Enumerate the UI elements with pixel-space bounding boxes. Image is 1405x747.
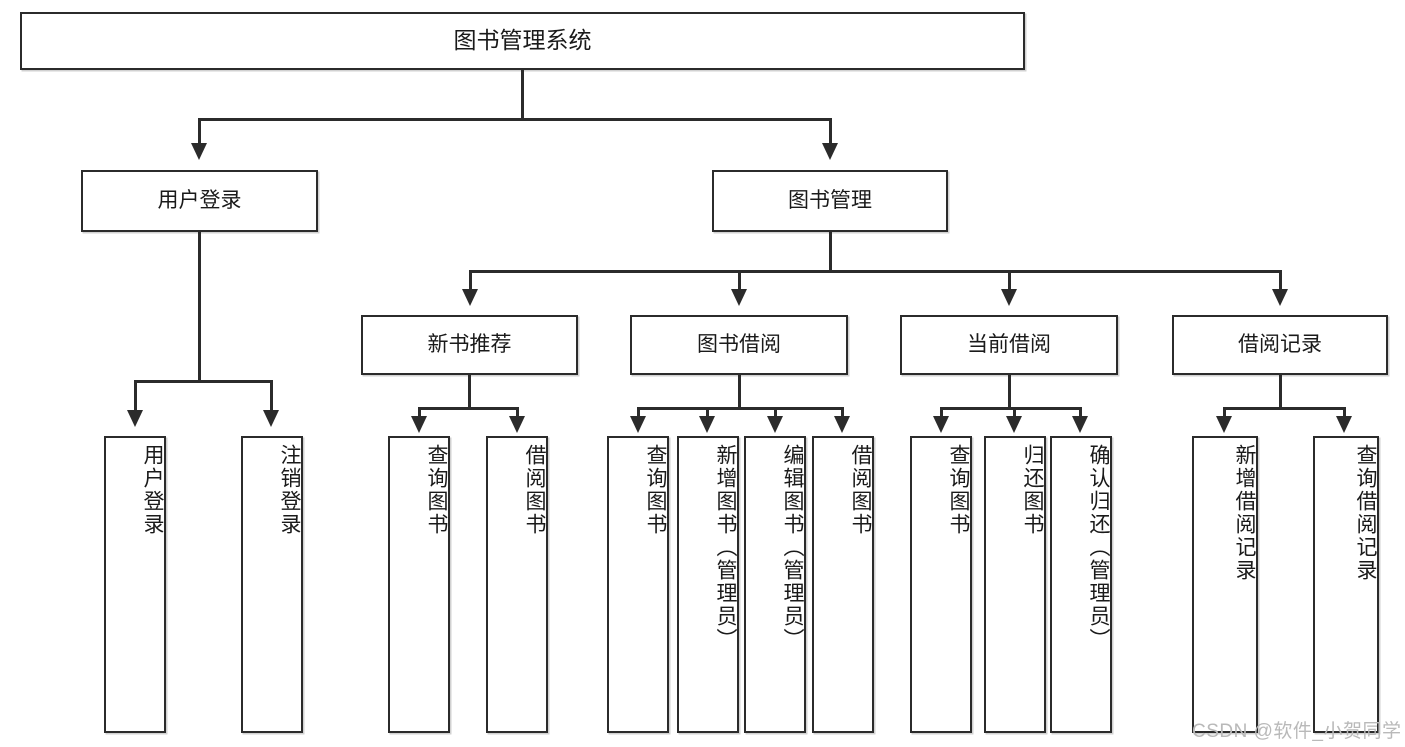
node-label: 当前借阅 bbox=[967, 333, 1051, 357]
connector-drop-leaf-query-record bbox=[1343, 407, 1346, 419]
leaf-confirm-return-admin[interactable]: 确认归还（管理员） bbox=[1050, 436, 1112, 733]
leaf-borrow-book-borrow[interactable]: 借阅图书 bbox=[812, 436, 874, 733]
leaf-edit-book-admin[interactable]: 编辑图书（管理员） bbox=[744, 436, 806, 733]
csdn-watermark: CSDN @软件_小贺同学 bbox=[1192, 721, 1402, 742]
connector-drop-leaf-confirm-return bbox=[1079, 407, 1082, 419]
connector-drop-leaf-borrow-book-2 bbox=[841, 407, 844, 419]
connector-drop-leaf-user-login bbox=[134, 380, 137, 412]
node-book-management[interactable]: 图书管理 bbox=[712, 170, 948, 232]
arrowhead-leaf-query-book-1 bbox=[411, 416, 427, 433]
leaf-query-borrow-record[interactable]: 查询借阅记录 bbox=[1313, 436, 1379, 733]
leaf-label: 编辑图书（管理员） bbox=[781, 444, 804, 651]
node-borrow-record[interactable]: 借阅记录 bbox=[1172, 315, 1388, 375]
node-label: 图书借阅 bbox=[697, 333, 781, 357]
leaf-label: 查询图书 bbox=[425, 444, 448, 536]
connector-drop-leaf-logout bbox=[270, 380, 273, 412]
leaf-query-book-newbook[interactable]: 查询图书 bbox=[388, 436, 450, 733]
node-label: 借阅记录 bbox=[1238, 333, 1322, 357]
connector-user-login-bus bbox=[134, 380, 272, 383]
leaf-label: 借阅图书 bbox=[849, 444, 872, 536]
arrowhead-user-login bbox=[191, 143, 207, 160]
arrowhead-leaf-add-record bbox=[1216, 416, 1232, 433]
arrowhead-new-book-rec bbox=[462, 289, 478, 306]
leaf-borrow-book-newbook[interactable]: 借阅图书 bbox=[486, 436, 548, 733]
arrowhead-leaf-borrow-book-1 bbox=[509, 416, 525, 433]
connector-drop-leaf-query-book-3 bbox=[940, 407, 943, 419]
leaf-add-borrow-record[interactable]: 新增借阅记录 bbox=[1192, 436, 1258, 733]
arrowhead-current-borrow bbox=[1001, 289, 1017, 306]
connector-current-borrow-stem bbox=[1008, 375, 1011, 409]
node-label: 图书管理 bbox=[788, 189, 872, 213]
connector-level2-bus bbox=[198, 118, 830, 121]
leaf-logout[interactable]: 注销登录 bbox=[241, 436, 303, 733]
connector-book-borrow-stem bbox=[738, 375, 741, 409]
leaf-query-book-current[interactable]: 查询图书 bbox=[910, 436, 972, 733]
arrowhead-leaf-edit-book bbox=[767, 416, 783, 433]
connector-borrow-record-bus bbox=[1223, 407, 1345, 410]
leaf-label: 查询图书 bbox=[947, 444, 970, 536]
connector-drop-leaf-edit-book bbox=[774, 407, 777, 419]
leaf-label: 新增图书（管理员） bbox=[714, 444, 737, 651]
arrowhead-leaf-query-book-2 bbox=[630, 416, 646, 433]
node-label: 新书推荐 bbox=[427, 333, 512, 357]
node-label: 图书管理系统 bbox=[453, 27, 592, 54]
node-label: 用户登录 bbox=[157, 189, 242, 213]
node-user-login[interactable]: 用户登录 bbox=[81, 170, 318, 232]
leaf-label: 借阅图书 bbox=[523, 444, 546, 536]
connector-drop-leaf-borrow-book-1 bbox=[516, 407, 519, 419]
arrowhead-leaf-user-login bbox=[127, 410, 143, 427]
arrowhead-book-borrow bbox=[731, 289, 747, 306]
leaf-label: 用户登录 bbox=[141, 444, 164, 536]
leaf-user-login[interactable]: 用户登录 bbox=[104, 436, 166, 733]
leaf-label: 确认归还（管理员） bbox=[1087, 444, 1110, 651]
connector-drop-leaf-return-book bbox=[1013, 407, 1016, 419]
node-current-borrow[interactable]: 当前借阅 bbox=[900, 315, 1118, 375]
arrowhead-leaf-logout bbox=[263, 410, 279, 427]
leaf-label: 注销登录 bbox=[278, 444, 301, 536]
arrowhead-book-manage bbox=[822, 143, 838, 160]
connector-borrow-record-stem bbox=[1279, 375, 1282, 409]
arrowhead-borrow-record bbox=[1272, 289, 1288, 306]
arrowhead-leaf-borrow-book-2 bbox=[834, 416, 850, 433]
arrowhead-leaf-return-book bbox=[1006, 416, 1022, 433]
node-new-book-recommend[interactable]: 新书推荐 bbox=[361, 315, 578, 375]
connector-drop-borrow-record bbox=[1279, 270, 1282, 292]
arrowhead-leaf-add-book bbox=[699, 416, 715, 433]
connector-user-login-stem bbox=[198, 232, 201, 382]
leaf-add-book-admin[interactable]: 新增图书（管理员） bbox=[677, 436, 739, 733]
node-root-system[interactable]: 图书管理系统 bbox=[20, 12, 1025, 70]
arrowhead-leaf-confirm-return bbox=[1072, 416, 1088, 433]
leaf-label: 归还图书 bbox=[1021, 444, 1044, 536]
node-book-borrow[interactable]: 图书借阅 bbox=[630, 315, 848, 375]
arrowhead-leaf-query-book-3 bbox=[933, 416, 949, 433]
connector-drop-leaf-query-book-2 bbox=[637, 407, 640, 419]
connector-drop-leaf-add-record bbox=[1223, 407, 1226, 419]
connector-drop-current-borrow bbox=[1008, 270, 1011, 292]
connector-book-manage-stem bbox=[829, 232, 832, 272]
connector-drop-book-borrow bbox=[738, 270, 741, 292]
connector-new-book-rec-bus bbox=[418, 407, 518, 410]
leaf-label: 查询借阅记录 bbox=[1354, 444, 1377, 582]
leaf-query-book-borrow[interactable]: 查询图书 bbox=[607, 436, 669, 733]
leaf-label: 查询图书 bbox=[644, 444, 667, 536]
connector-level3-bus bbox=[469, 270, 1281, 273]
connector-drop-leaf-add-book bbox=[706, 407, 709, 419]
leaf-label: 新增借阅记录 bbox=[1233, 444, 1256, 582]
connector-current-borrow-bus bbox=[940, 407, 1081, 410]
connector-drop-user-login bbox=[198, 118, 201, 145]
connector-drop-leaf-query-book-1 bbox=[418, 407, 421, 419]
connector-root-stem bbox=[521, 70, 524, 119]
leaf-return-book[interactable]: 归还图书 bbox=[984, 436, 1046, 733]
connector-new-book-rec-stem bbox=[468, 375, 471, 409]
connector-drop-new-book-rec bbox=[469, 270, 472, 292]
connector-drop-book-manage bbox=[829, 118, 832, 145]
arrowhead-leaf-query-record bbox=[1336, 416, 1352, 433]
connector-book-borrow-bus bbox=[637, 407, 843, 410]
